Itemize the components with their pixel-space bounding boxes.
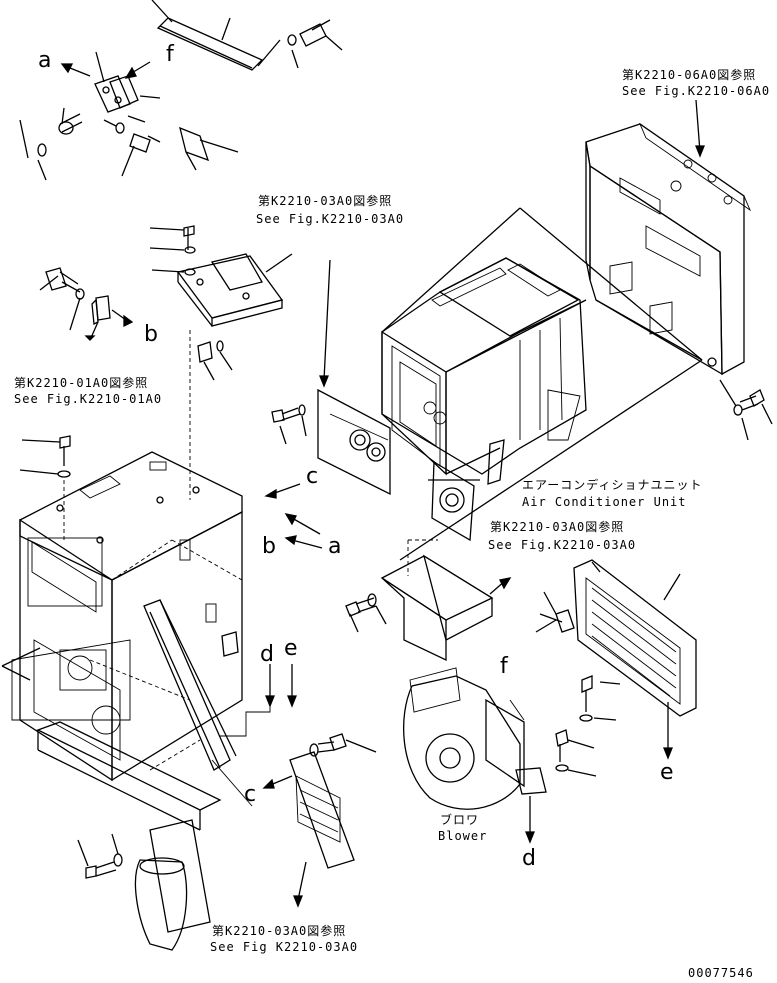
frame-fasteners xyxy=(19,330,191,540)
ref-03a0-mid-jp: 第K2210-03A0図参照 xyxy=(490,520,625,534)
air-conditioner-unit xyxy=(381,207,703,542)
rear-cab-cover xyxy=(399,99,773,561)
ref-01a0-en: See Fig.K2210-01A0 xyxy=(14,392,163,406)
cab-frame-structure xyxy=(1,451,243,831)
callout-b-top: b xyxy=(144,322,158,347)
air-duct xyxy=(345,539,512,662)
callout-c-bottom: c xyxy=(244,782,257,807)
lower-air-duct xyxy=(77,819,211,951)
blower-unit xyxy=(403,667,597,844)
ref-03a0-top-jp: 第K2210-03A0図参照 xyxy=(258,194,393,208)
callout-d-mid: d xyxy=(260,642,274,667)
callout-e-mid: e xyxy=(284,636,298,661)
callout-f-top: f xyxy=(166,42,174,67)
ref-03a0-top-en: See Fig.K2210-03A0 xyxy=(256,212,405,226)
ref-03a0-bot-jp: 第K2210-03A0図参照 xyxy=(212,924,347,938)
callout-f-right: f xyxy=(500,654,508,679)
ref-01a0-jp: 第K2210-01A0図参照 xyxy=(14,376,149,390)
ac-unit-label-jp: エアーコンディショナユニット xyxy=(522,478,703,492)
callout-a-mid: a xyxy=(328,534,342,559)
ref-03a0-bot-en: See Fig K2210-03A0 xyxy=(210,940,359,954)
ref-06a0-jp: 第K2210-06A0図参照 xyxy=(622,68,757,82)
callout-d-bottom: d xyxy=(522,846,536,871)
top-bracket-assembly xyxy=(19,0,343,181)
leader-arrows xyxy=(60,61,563,807)
upper-mount-bracket xyxy=(149,225,293,381)
callout-a-top: a xyxy=(38,48,52,73)
drawing-number: 00077546 xyxy=(688,966,754,980)
ref-06a0-en: See Fig.K2210-06A0 xyxy=(622,84,771,98)
lower-filter-panel xyxy=(289,733,377,908)
callout-c-mid: c xyxy=(306,464,319,489)
callout-b-mid: b xyxy=(262,534,276,559)
outer-air-filter-grille xyxy=(535,559,697,760)
ref-03a0-mid-en: See Fig.K2210-03A0 xyxy=(488,538,637,552)
ac-unit-label-en: Air Conditioner Unit xyxy=(522,495,687,509)
callout-e-right: e xyxy=(660,760,674,785)
service-cover-panel xyxy=(271,388,391,496)
blower-label-jp: ブロワ xyxy=(440,813,480,827)
blower-label-en: Blower xyxy=(438,829,488,843)
left-side-fasteners xyxy=(39,267,134,341)
